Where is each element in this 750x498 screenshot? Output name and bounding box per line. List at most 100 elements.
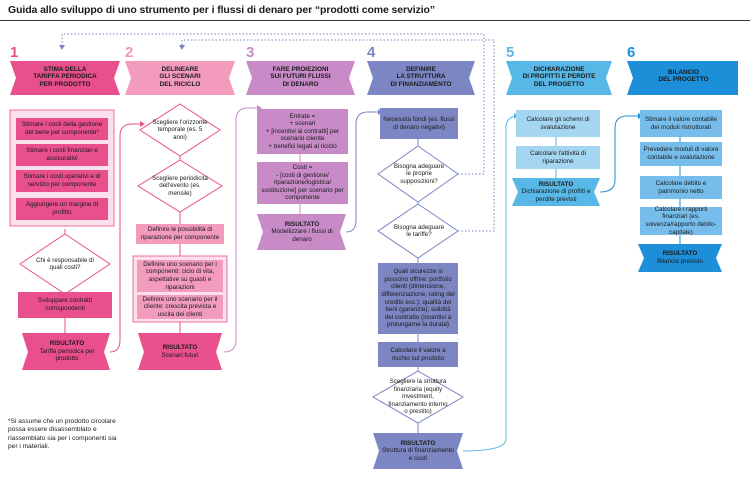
col6-debt-equity: Calcolare debito e patrimonio netto: [640, 176, 722, 199]
result-banner-shape: [22, 333, 110, 370]
step-title-line: GLI SCENARI: [159, 73, 201, 81]
col6-result: RISULTATO Bilancio previsto: [644, 244, 716, 272]
formula-line: Entrate =: [289, 112, 316, 120]
arrowhead: [59, 45, 65, 50]
step-title-line: DI PROFITTI E PERDITE: [522, 73, 596, 81]
result-label: RISULTATO: [162, 343, 198, 351]
result-banner-shape: [373, 433, 463, 469]
step-4-banner: [367, 61, 475, 95]
col1-estimate-financial-costs: Stimare i costi finanziari e assicurativ…: [16, 144, 108, 166]
step-title-line: DICHIARAZIONE: [533, 66, 585, 73]
step-title-line: DEFINIRE: [406, 66, 436, 73]
result-text: Tariffa periodica per prodotto: [39, 347, 95, 363]
step-6-title: BILANCIO DEL PROGETTO: [631, 61, 736, 95]
formula-line: + benefici legati al riciclo: [268, 142, 337, 150]
step-6-banner: [627, 61, 738, 95]
step-title-line: DI FINANZIAMENTO: [390, 80, 452, 88]
step-title-line: DI DENARO: [282, 80, 319, 88]
result-banner-shape: [257, 214, 346, 250]
result-label: RISULTATO: [538, 180, 574, 188]
diamond-shape: [137, 159, 223, 213]
formula-line: + [incentivi ai contratti] per scenario …: [265, 127, 340, 143]
connector: [109, 123, 140, 353]
result-text: Dichiarazione di profitti e perdite prev…: [521, 188, 591, 203]
step-5-banner: [506, 61, 612, 95]
result-label: RISULTATO: [400, 439, 436, 447]
col4-financial-structure-question: Scegliere la struttura finanziaria (equi…: [388, 378, 448, 416]
result-banner-shape: [512, 178, 600, 206]
step-1-title: STIMA DELLA TARIFFA PERIODICA PER PRODOT…: [12, 61, 118, 95]
col1-responsibility-question: Chi è responsabile di quali costi?: [36, 256, 94, 271]
step-1-number: 1: [10, 44, 19, 61]
diamond-shape: [372, 370, 464, 424]
arrowhead: [179, 45, 185, 50]
diamond-shape: [377, 145, 459, 203]
result-text: Bilancio previsto: [657, 258, 703, 265]
result-label: RISULTATO: [49, 340, 85, 348]
col2-result: RISULTATO Scenari futuri: [144, 333, 216, 370]
col5-repair-activity: Calcolare l'attività di riparazione: [516, 146, 600, 169]
result-label: RISULTATO: [284, 220, 320, 228]
step-title-line: BILANCIO: [668, 69, 699, 76]
formula-line: Costi =: [292, 164, 313, 172]
step-title-line: DEL PROGETTO: [533, 80, 585, 88]
col3-revenue-formula: Entrate = + scenari + [incentivi ai cont…: [257, 109, 348, 154]
title-rule: [0, 20, 750, 21]
connector: [599, 115, 638, 193]
step-title-line: TARIFFA PERIODICA: [33, 73, 97, 81]
step-title-line: PER PRODOTTO: [39, 80, 91, 88]
formula-line: - [costi di gestione/ riparazione/logist…: [261, 171, 344, 202]
col6-forecast-book-value: Prevedere moduli di valore contabile e s…: [640, 142, 722, 166]
col1-estimate-operating-costs: Stimare i costi operativi e di servizio …: [16, 170, 108, 192]
col6-financial-ratios: Calcolare i rapporti finanziari (es. sol…: [640, 206, 722, 236]
col2-time-horizon-question: Scegliere l'orizzonte temporale (es. 5 a…: [152, 118, 208, 141]
step-4-title: DEFINIRE LA STRUTTURA DI FINANZIAMENTO: [369, 61, 473, 95]
step-6-number: 6: [627, 44, 636, 61]
arrowhead: [140, 121, 145, 127]
result-text: Scenari futuri: [161, 351, 199, 359]
result-text: Struttura di finanziamento e costi: [382, 447, 454, 462]
step-4-number: 4: [367, 44, 376, 61]
col1-result: RISULTATO Tariffa periodica per prodotto: [28, 333, 106, 370]
col2-event-period-question: Scegliere periodicità dell'evento (es. m…: [152, 174, 208, 197]
result-label: RISULTATO: [662, 250, 698, 258]
step-title-line: STIMA DELLA: [43, 66, 87, 73]
col6-restructured-book-value: Stimare il valore contabile dei moduli r…: [640, 110, 722, 137]
diamond-shape: [139, 103, 221, 157]
col4-result: RISULTATO Struttura di finanziamento e c…: [379, 433, 457, 469]
step-3-banner: [246, 61, 355, 95]
col5-depreciation-schemes: Calcolare gli schemi di svalutazione: [516, 110, 600, 137]
col1-add-profit-margin: Aggiungere un margine di profitto: [16, 198, 108, 220]
col4-funding-needs: Necessità fondi (es. flussi di denaro ne…: [380, 108, 458, 139]
result-banner-shape: [138, 333, 222, 370]
step-5-number: 5: [506, 44, 515, 61]
col1-develop-contracts: Sviluppare contratti corrispondenti: [18, 292, 112, 318]
step-2-title: DELINEARE GLI SCENARI DEL RICICLO: [127, 61, 233, 95]
step-2-banner: [125, 61, 235, 95]
col4-collateral-options: Quali sicurezze si possono offrire: port…: [378, 263, 458, 334]
connector: [223, 107, 257, 353]
step-title-line: DEL RICICLO: [159, 80, 201, 88]
formula-line: + scenari: [289, 120, 316, 128]
step-title-line: LA STRUTTURA: [396, 73, 446, 81]
step-2-number: 2: [125, 44, 134, 61]
col1-estimate-asset-costs: Stimare i costi della gestione del bene …: [16, 118, 108, 140]
step-3-number: 3: [246, 44, 255, 61]
feedback-connector: [61, 33, 485, 175]
col5-result: RISULTATO Dichiarazione di profitti e pe…: [518, 178, 594, 206]
connector: [345, 111, 378, 233]
footnote: *Si assume che un prodotto circolare pos…: [8, 418, 117, 451]
col2-component-scenario: Definire uno scenario per i componenti: …: [137, 260, 223, 292]
step-5-title: DICHIARAZIONE DI PROFITTI E PERDITE DEL …: [508, 61, 610, 95]
step-title-line: DELINEARE: [161, 66, 199, 73]
col3-result: RISULTATO Modellizzare i flussi di denar…: [263, 214, 341, 250]
step-1-banner: [10, 61, 120, 95]
step-title-line: SUI FUTURI FLUSSI: [270, 73, 331, 81]
col2-repair-options: Definire le possibilità di riparazione p…: [136, 224, 224, 244]
step-title-line: FARE PROIEZIONI: [272, 66, 329, 73]
col4-adjust-assumptions-question: Bisogna adeguare le proprie supposizioni…: [393, 162, 445, 185]
col4-adjust-rates-question: Bisogna adeguare le tariffe?: [393, 223, 445, 238]
step-title-line: DEL PROGETTO: [658, 76, 709, 84]
result-banner-shape: [638, 244, 722, 272]
diamond-shape: [377, 203, 459, 259]
